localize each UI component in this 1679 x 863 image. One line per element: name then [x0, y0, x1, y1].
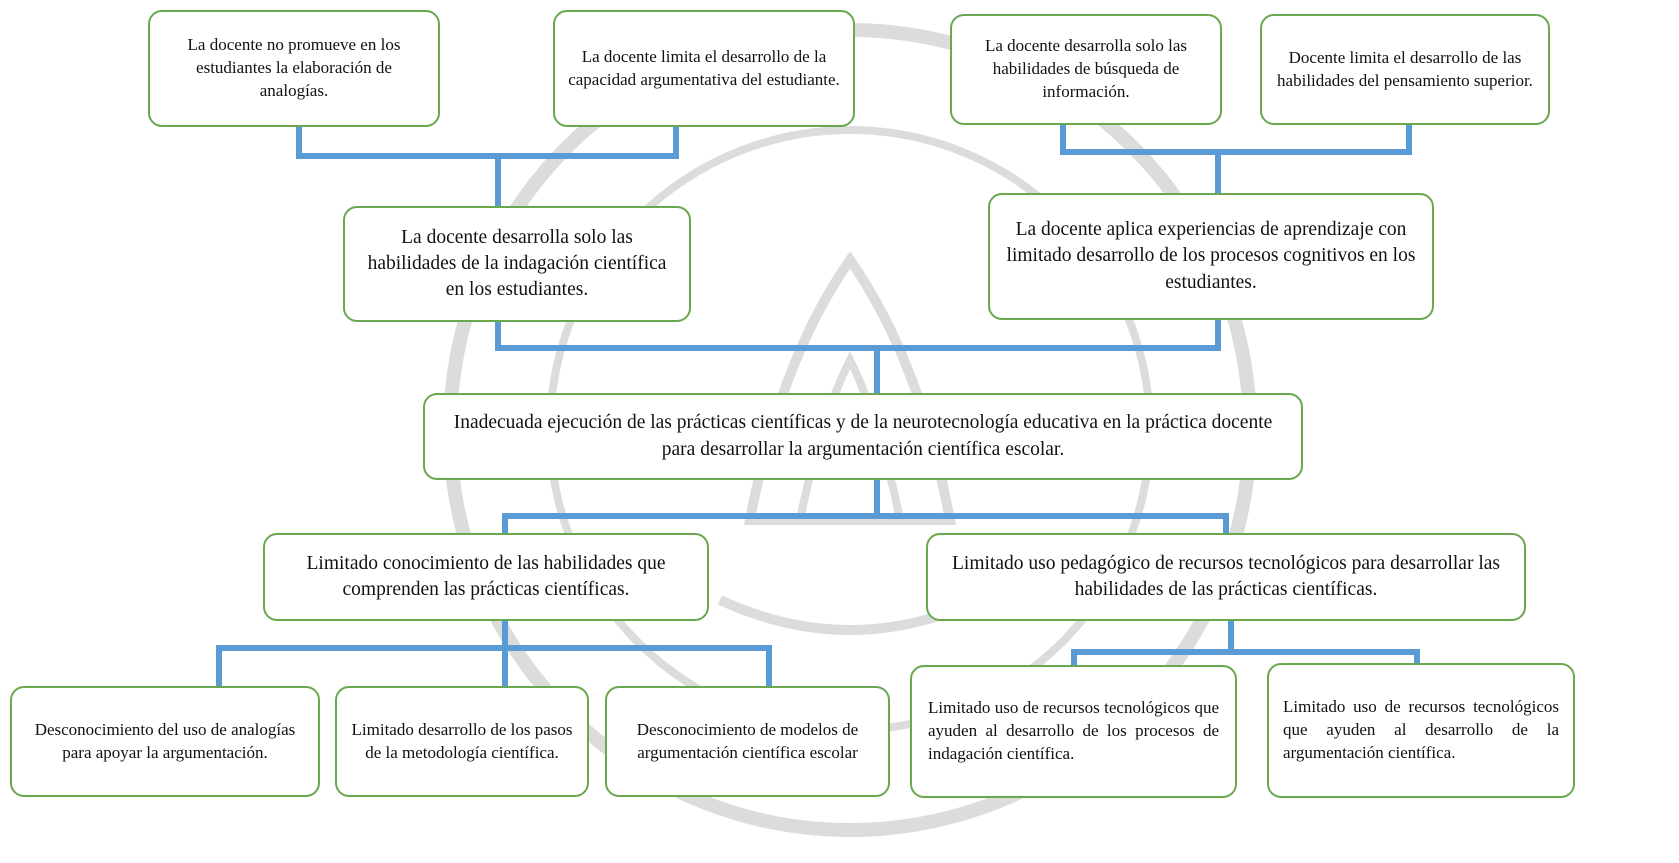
node-bottom-5-text: Limitado uso de recursos tecnológicos qu… — [1283, 697, 1559, 762]
node-cause-left-text: Limitado conocimiento de las habilidades… — [306, 552, 666, 600]
node-bottom-1: Desconocimiento del uso de analogías par… — [10, 686, 320, 797]
node-bottom-3: Desconocimiento de modelos de argumentac… — [605, 686, 890, 797]
node-top-3-text: La docente desarrolla solo las habilidad… — [984, 36, 1188, 101]
node-top-2-text: La docente limita el desarrollo de la ca… — [568, 46, 840, 89]
node-mid-right-text: La docente aplica experiencias de aprend… — [1006, 219, 1416, 293]
node-mid-left-text: La docente desarrolla solo las habilidad… — [367, 226, 667, 301]
node-bottom-4: Limitado uso de recursos tecnológicos qu… — [910, 665, 1237, 798]
node-bottom-5: Limitado uso de recursos tecnológicos qu… — [1267, 663, 1575, 798]
node-bottom-2: Limitado desarrollo de los pasos de la m… — [335, 686, 589, 797]
node-mid-right: La docente aplica experiencias de aprend… — [988, 193, 1434, 320]
node-cause-right-text: Limitado uso pedagógico de recursos tecn… — [952, 552, 1500, 600]
node-top-4-text: Docente limita el desarrollo de las habi… — [1277, 47, 1533, 90]
node-bottom-1-text: Desconocimiento del uso de analogías par… — [34, 719, 296, 762]
node-cause-left: Limitado conocimiento de las habilidades… — [263, 533, 709, 621]
node-top-4: Docente limita el desarrollo de las habi… — [1260, 14, 1550, 125]
node-cause-right: Limitado uso pedagógico de recursos tecn… — [926, 533, 1526, 621]
node-central-problem: Inadecuada ejecución de las prácticas ci… — [423, 393, 1303, 480]
node-mid-left: La docente desarrolla solo las habilidad… — [343, 206, 691, 322]
node-top-3: La docente desarrolla solo las habilidad… — [950, 14, 1222, 125]
node-bottom-2-text: Limitado desarrollo de los pasos de la m… — [351, 719, 573, 762]
node-top-2: La docente limita el desarrollo de la ca… — [553, 10, 855, 127]
node-top-1-text: La docente no promueve en los estudiante… — [187, 35, 401, 100]
node-bottom-3-text: Desconocimiento de modelos de argumentac… — [636, 719, 859, 762]
node-top-1: La docente no promueve en los estudiante… — [148, 10, 440, 127]
node-bottom-4-text: Limitado uso de recursos tecnológicos qu… — [928, 698, 1219, 763]
node-central-problem-text: Inadecuada ejecución de las prácticas ci… — [453, 412, 1273, 460]
